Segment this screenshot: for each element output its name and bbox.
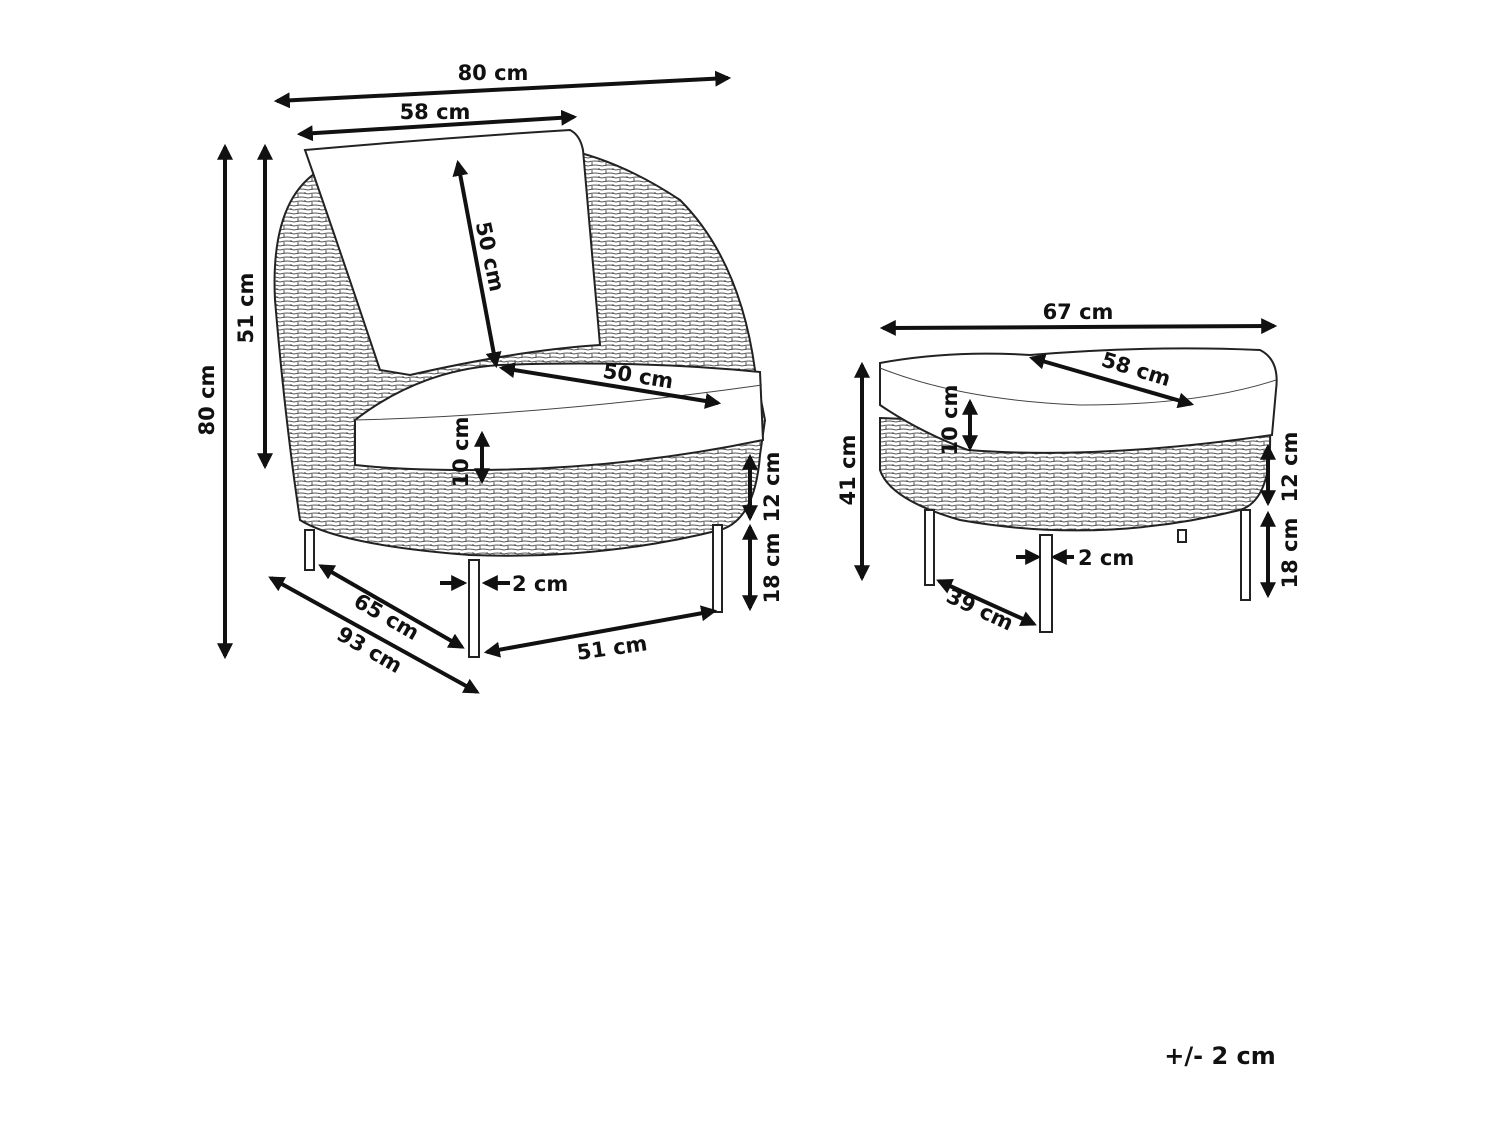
armchair-base-height-label: 12 cm	[760, 452, 784, 523]
armchair-seat-thickness-label: 10 cm	[449, 417, 473, 488]
armchair-leg-diameter-label: 2 cm	[512, 572, 568, 596]
ottoman-leg	[1039, 534, 1053, 633]
tolerance-note: +/- 2 cm	[1164, 1042, 1275, 1070]
armchair-cushion-width-label: 58 cm	[400, 100, 471, 124]
armchair-leg	[712, 524, 723, 613]
armchair-leg-height-label: 18 cm	[760, 533, 784, 604]
armchair-leg	[304, 529, 315, 571]
ottoman-leg-height-label: 18 cm	[1278, 518, 1302, 589]
armchair-width-label: 80 cm	[458, 61, 529, 85]
ottoman-base-height-label: 12 cm	[1278, 432, 1302, 503]
ottoman-height-label: 41 cm	[836, 435, 860, 506]
ottoman-leg	[1177, 529, 1187, 543]
armchair-height-label: 80 cm	[195, 365, 219, 436]
ottoman-leg-diameter-label: 2 cm	[1078, 546, 1134, 570]
armchair-leg	[468, 559, 480, 658]
ottoman-width-label: 67 cm	[1043, 300, 1114, 324]
armchair-back-height-label: 51 cm	[234, 273, 258, 344]
ottoman-leg	[1240, 509, 1251, 601]
ottoman-cushion-thickness-label: 10 cm	[938, 385, 962, 456]
ottoman-leg	[924, 509, 935, 586]
armchair-dimensions: 80 cm 58 cm 80 cm 51 cm 50 cm 50 cm 10 c…	[195, 61, 784, 694]
armchair-leg-spacing-label: 51 cm	[575, 631, 649, 665]
ottoman-leg-spacing-label: 39 cm	[943, 584, 1017, 636]
